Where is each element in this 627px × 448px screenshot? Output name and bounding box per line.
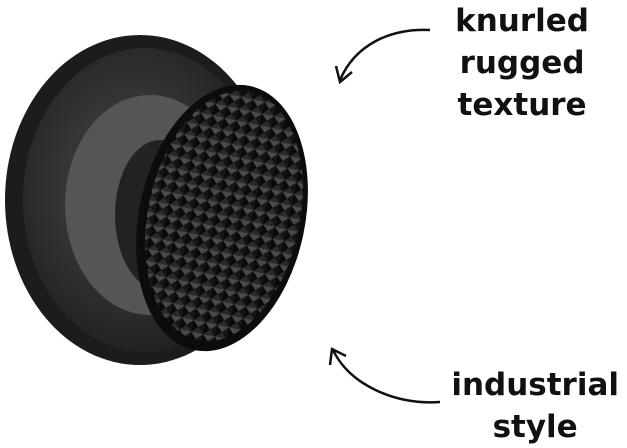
arrow-bottom: [331, 349, 441, 404]
grip-top: [136, 84, 308, 352]
callout-line: knurled: [455, 3, 589, 39]
arrow-top: [338, 28, 431, 81]
callout-line: industrial: [451, 367, 619, 403]
arrowhead-bottom: [328, 347, 347, 366]
arrowhead-top: [334, 65, 353, 85]
callout-line: style: [492, 409, 578, 445]
callout-line: texture: [457, 87, 587, 123]
callout-style: industrial style: [451, 364, 619, 448]
callout-line: rugged: [459, 45, 585, 81]
callout-texture: knurled rugged texture: [455, 0, 589, 126]
